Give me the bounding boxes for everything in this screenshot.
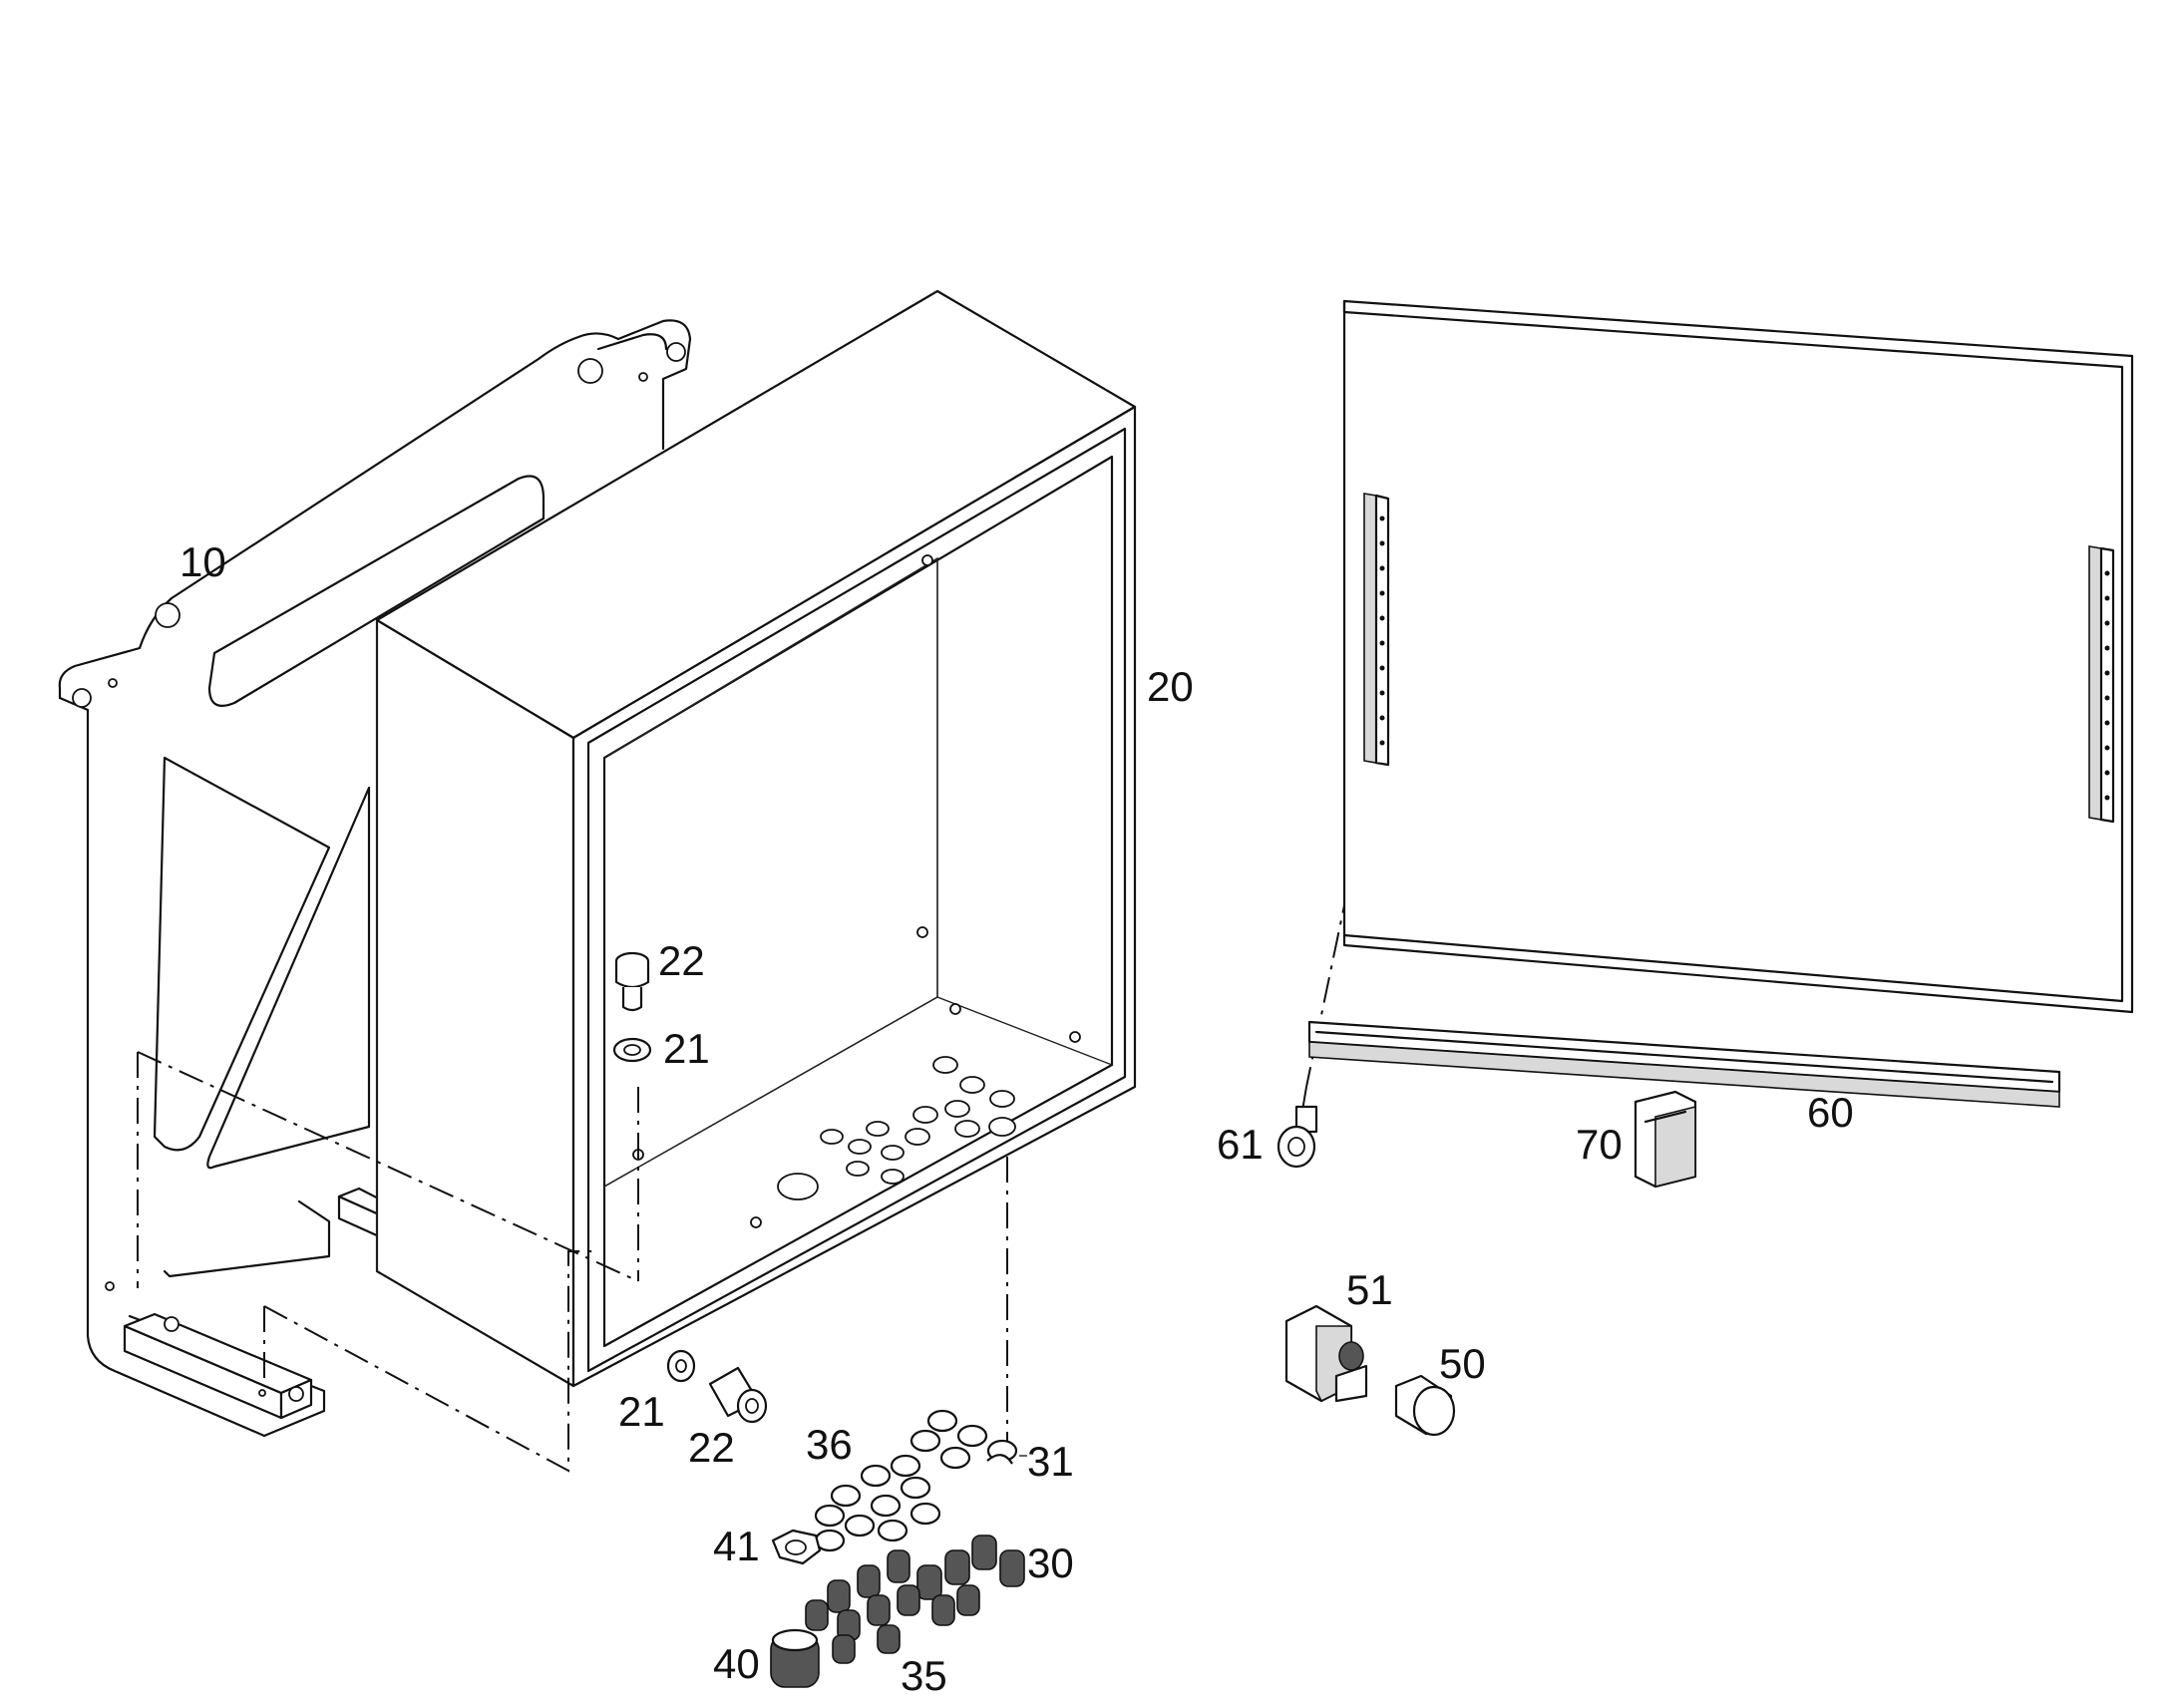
label-nut-medium: 36 xyxy=(806,1421,853,1468)
enclosure-box xyxy=(375,289,1137,1388)
nut-large xyxy=(771,1529,822,1565)
din-rail xyxy=(1307,1020,2061,1108)
label-gland-large: 40 xyxy=(713,1640,760,1687)
label-mounting-frame: 10 xyxy=(180,538,226,585)
label-gland-medium: 35 xyxy=(901,1652,947,1699)
gland-large xyxy=(770,1628,820,1688)
nut-small xyxy=(986,1454,1013,1465)
screw-upper xyxy=(614,951,650,1012)
switch-block xyxy=(1284,1304,1368,1403)
part-labels: 10 20 22 21 21 22 30 31 35 36 40 41 50 5… xyxy=(180,538,1854,1699)
label-gland-small: 30 xyxy=(1027,1539,1074,1586)
label-screw-upper: 22 xyxy=(658,937,705,984)
label-switch-block: 51 xyxy=(1346,1266,1393,1313)
label-din-rail: 60 xyxy=(1807,1089,1854,1136)
rail-holes-right xyxy=(2104,570,2110,801)
end-stop xyxy=(1634,1090,1697,1189)
label-screw-lower: 22 xyxy=(688,1424,735,1471)
washer-upper xyxy=(612,1037,652,1063)
mounting-plate xyxy=(1342,299,2134,1014)
washer-lower xyxy=(666,1349,696,1383)
push-button xyxy=(1394,1374,1456,1437)
label-end-stop: 70 xyxy=(1576,1121,1623,1168)
gland-cluster xyxy=(805,1535,1025,1664)
rail-holes-left xyxy=(1379,515,1385,746)
label-washer-upper: 21 xyxy=(663,1025,710,1072)
label-washer-lower: 21 xyxy=(618,1388,665,1435)
screw-lower xyxy=(708,1366,768,1424)
label-button: 50 xyxy=(1439,1340,1486,1387)
label-nut-large: 41 xyxy=(713,1523,760,1569)
label-enclosure: 20 xyxy=(1147,663,1194,710)
rail-screw xyxy=(1276,1105,1318,1169)
label-rail-screw: 61 xyxy=(1217,1121,1264,1168)
glands-and-nuts xyxy=(770,1409,1025,1688)
label-nut-small: 31 xyxy=(1027,1438,1074,1485)
